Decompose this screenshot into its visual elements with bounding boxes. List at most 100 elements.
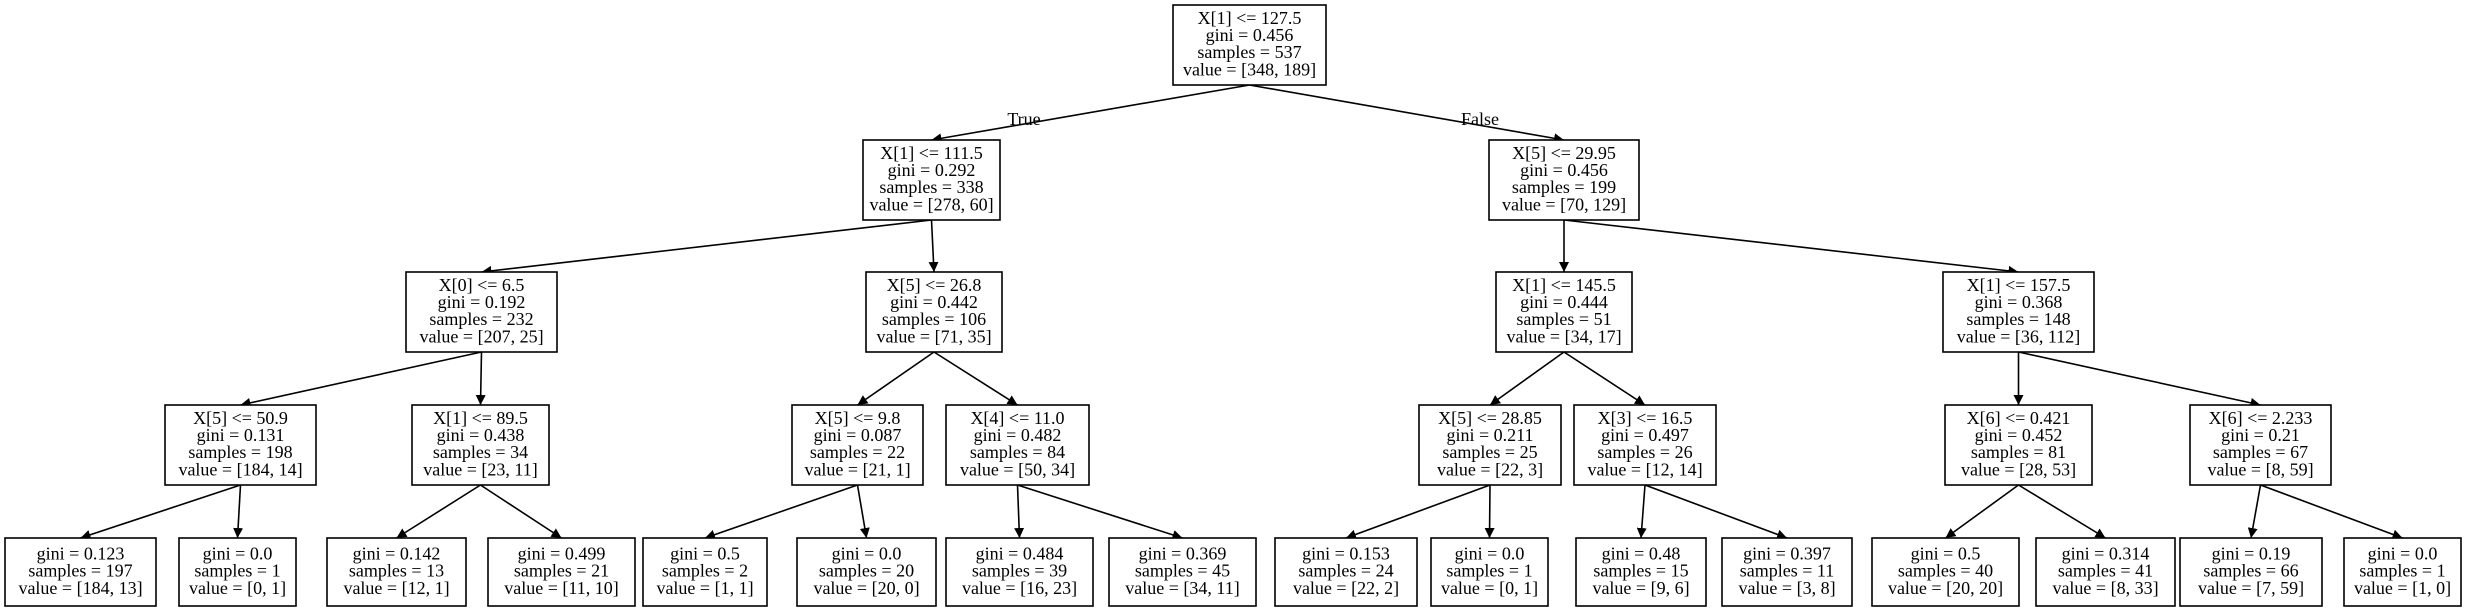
node-text-line: gini = 0.192 [438, 292, 526, 312]
node-text-line: gini = 0.48 [1602, 543, 1681, 563]
node-text-line: gini = 0.19 [2212, 543, 2291, 563]
node-text-line: value = [184, 14] [178, 459, 302, 479]
edge-label-true: True [1007, 109, 1040, 129]
node-box [1721, 537, 1853, 607]
node-text-line: value = [16, 23] [962, 578, 1077, 598]
node-text-line: X[5] <= 29.95 [1512, 143, 1616, 163]
node-text-line: X[0] <= 6.5 [439, 275, 525, 295]
node-box [1495, 271, 1633, 353]
node-text-line: gini = 0.131 [197, 425, 285, 445]
node-text-line: value = [36, 112] [1957, 326, 2080, 346]
node-text-line: value = [28, 53] [1961, 459, 2076, 479]
edge-n14-n30 [2260, 484, 2403, 540]
node-text-line: gini = 0.456 [1520, 160, 1608, 180]
node-text-line: gini = 0.397 [1743, 543, 1831, 563]
node-text-line: samples = 13 [349, 561, 444, 581]
node-text-line: samples = 197 [28, 561, 132, 581]
node-box [1944, 404, 2093, 486]
edge-n7-n16 [233, 484, 244, 539]
node-text-line: X[1] <= 111.5 [880, 143, 982, 163]
node-text-line: value = [21, 1] [804, 459, 910, 479]
node-box [945, 537, 1094, 607]
node-text-line: samples = 198 [188, 442, 292, 462]
node-text-line: samples = 106 [882, 309, 986, 329]
node-text-line: samples = 1 [2359, 561, 2445, 581]
node-text-line: samples = 66 [2203, 561, 2298, 581]
node-text-line: value = [8, 33] [2052, 578, 2158, 598]
node-box [1871, 537, 2020, 607]
node-box [1575, 537, 1707, 607]
node-text-line: value = [12, 14] [1587, 459, 1702, 479]
node-text-line: X[5] <= 26.8 [887, 275, 982, 295]
node-box [2343, 537, 2462, 607]
node-text-line: value = [23, 11] [423, 459, 537, 479]
node-text-line: samples = 11 [1740, 561, 1834, 581]
node-text-line: gini = 0.314 [2062, 543, 2150, 563]
node-text-line: X[5] <= 9.8 [815, 408, 901, 428]
node-text-line: gini = 0.369 [1139, 543, 1227, 563]
node-text-line: value = [11, 10] [504, 578, 618, 598]
node-box [487, 537, 636, 607]
node-text-line: value = [0, 1] [1441, 578, 1538, 598]
edge-n8-n18 [480, 484, 562, 539]
node-text-line: samples = 67 [2213, 442, 2308, 462]
node-text-line: value = [207, 25] [419, 326, 543, 346]
node-text-line: gini = 0.153 [1302, 543, 1390, 563]
edge-n12-n25 [1636, 484, 1647, 539]
node-box [1274, 537, 1418, 607]
edge-n9-n20 [856, 484, 870, 539]
node-text-line: gini = 0.5 [1911, 543, 1981, 563]
node-text-line: gini = 0.0 [832, 543, 902, 563]
edge-n3-n7 [240, 351, 482, 408]
node-text-line: value = [348, 189] [1183, 59, 1316, 79]
node-text-line: value = [278, 60] [869, 194, 993, 214]
node-text-line: value = [8, 59] [2207, 459, 2313, 479]
edge-n4-n9 [857, 351, 935, 406]
node-text-line: samples = 39 [972, 561, 1067, 581]
node-box [865, 271, 1003, 353]
node-text-line: samples = 41 [2058, 561, 2153, 581]
node-box [862, 139, 1001, 221]
edge-n8-n17 [396, 484, 481, 539]
edge-n4-n10 [933, 351, 1018, 406]
node-text-line: value = [20, 20] [1888, 578, 2003, 598]
node-box [796, 537, 937, 607]
node-text-line: samples = 338 [879, 177, 983, 197]
node-text-line: X[1] <= 127.5 [1198, 8, 1302, 28]
node-text-line: gini = 0.456 [1206, 25, 1294, 45]
node-text-line: X[5] <= 50.9 [193, 408, 288, 428]
edge-n7-n15 [80, 484, 241, 540]
node-box [1172, 4, 1327, 86]
node-text-line: value = [20, 0] [813, 578, 919, 598]
node-text-line: value = [0, 1] [189, 578, 286, 598]
edge-n0-n2 [1249, 84, 1565, 144]
node-text-line: gini = 0.442 [890, 292, 978, 312]
node-text-line: value = [1, 1] [656, 578, 753, 598]
node-box [1108, 537, 1257, 607]
node-text-line: gini = 0.444 [1520, 292, 1608, 312]
edge-n12-n26 [1644, 484, 1788, 540]
edge-n0-n1 [931, 84, 1250, 144]
node-box [1573, 404, 1717, 486]
node-box [2179, 537, 2323, 607]
tree-edges [80, 84, 2403, 540]
edge-n3-n8 [475, 351, 486, 406]
